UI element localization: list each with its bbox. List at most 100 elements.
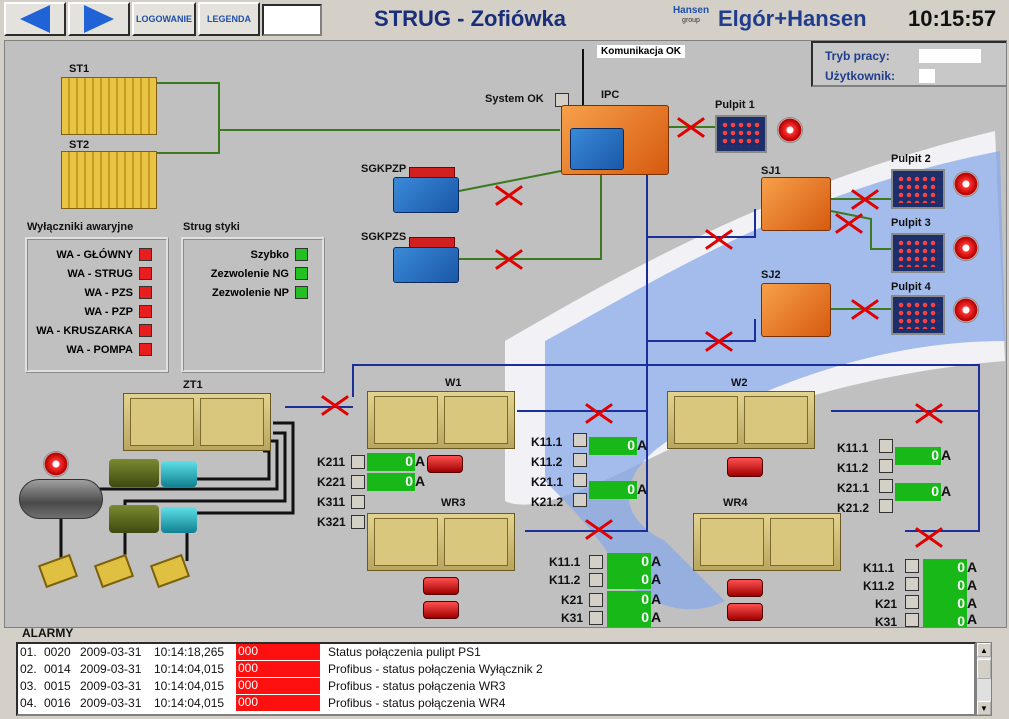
w2-cabinet[interactable]: [667, 391, 815, 449]
pump-siren-icon: [43, 451, 69, 477]
wiring-diagram: [59, 49, 1005, 610]
wr3-cabinet[interactable]: [367, 513, 515, 571]
alarm-code: 000: [236, 678, 320, 694]
synoptic-panel: Tryb pracy: Użytkownik: Komunikacja OK S…: [4, 40, 1007, 628]
pump-2: [161, 507, 197, 533]
pulpit1-fault-icon: [677, 117, 705, 139]
zt1-cabinet[interactable]: [123, 393, 271, 451]
pump-1: [161, 461, 197, 487]
scroll-up-icon[interactable]: ▲: [977, 643, 991, 657]
wr3-k31-value: 0: [607, 609, 651, 627]
sj2-label: SJ2: [761, 269, 781, 281]
zt1-k211-label: K211: [317, 455, 346, 469]
wr3-fault-icon: [585, 519, 613, 541]
wr3-k111-value: 0: [607, 553, 651, 571]
w1-k111-label: K11.1: [531, 435, 563, 449]
forward-button[interactable]: [68, 2, 130, 36]
w1-k211-unit: A: [637, 481, 648, 497]
pulpit1-siren-icon: [777, 117, 803, 143]
w2-k211-indicator: [879, 479, 893, 493]
zt1-k221-value: 0: [367, 473, 415, 491]
wire-sgkpzs: [459, 169, 602, 260]
w2-k111-value: 0: [895, 447, 941, 465]
emergency-item-glowny: WA - GŁÓWNY: [56, 248, 152, 261]
w1-k112-label: K11.2: [531, 455, 563, 469]
status-led: [139, 343, 152, 356]
page-title: STRUG - Zofiówka: [374, 6, 566, 31]
pulpit4-panel[interactable]: [891, 295, 945, 335]
pulpit3-siren-icon: [953, 235, 979, 261]
alarms-title: ALARMY: [22, 626, 74, 640]
mode-box: Tryb pracy: Użytkownik:: [811, 41, 1006, 87]
wr3-k21-value: 0: [607, 591, 651, 609]
sj2-unit[interactable]: [761, 283, 831, 337]
arrow-left-icon: [20, 5, 50, 33]
wr3-k112-indicator: [589, 573, 603, 587]
wr3-k111-indicator: [589, 555, 603, 569]
zt1-k221-indicator: [351, 475, 365, 489]
alarm-row[interactable]: 01. 0020 2009-03-31 10:14:18,265 000 Sta…: [20, 644, 481, 660]
legenda-label: LEGENDA: [206, 14, 251, 24]
motor-2: [109, 505, 159, 533]
wr4-cabinet[interactable]: [693, 513, 841, 571]
scroll-thumb[interactable]: [977, 659, 991, 679]
pulpit2-panel[interactable]: [891, 169, 945, 209]
w2-k111-unit: A: [941, 447, 952, 463]
w1-cabinet[interactable]: [367, 391, 515, 449]
zt1-k211-unit: A: [415, 453, 426, 469]
w2-k111-label: K11.1: [837, 441, 869, 455]
bus-sj2: [647, 319, 756, 342]
bus-sj1: [647, 209, 756, 238]
top-bar: LOGOWANIE LEGENDA STRUG - Zofiówka Hanse…: [0, 0, 1009, 40]
alarm-row[interactable]: 02. 0014 2009-03-31 10:14:04,015 000 Pro…: [20, 661, 543, 677]
w1-k111-unit: A: [637, 437, 648, 453]
wr4-k21-value: 0: [923, 595, 967, 613]
sgkpzp-unit[interactable]: [393, 177, 459, 213]
wr3-k112-label: K11.2: [549, 573, 581, 587]
st1-label: ST1: [69, 63, 90, 75]
elgor-hansen-logo: Elgór+Hansen: [718, 6, 867, 31]
pulpit3-label: Pulpit 3: [891, 217, 931, 229]
wr3-k21-indicator: [589, 593, 603, 607]
contacts-panel: Szybko Zezwolenie NG Zezwolenie NP: [181, 237, 325, 373]
emergency-title: Wyłączniki awaryjne: [27, 221, 134, 233]
group-logo-text: group: [682, 17, 700, 24]
pulpit2-fault-icon: [851, 189, 879, 211]
w2-fault-icon: [915, 403, 943, 425]
alarms-list[interactable]: 01. 0020 2009-03-31 10:14:18,265 000 Sta…: [16, 642, 976, 716]
alarms-scrollbar[interactable]: ▲ ▼: [976, 642, 992, 716]
sgkpzs-unit[interactable]: [393, 247, 459, 283]
w1-label: W1: [445, 377, 462, 389]
st2-label: ST2: [69, 139, 90, 151]
ipc-unit[interactable]: [561, 105, 669, 175]
alarm-row[interactable]: 04. 0016 2009-03-31 10:14:04,015 000 Pro…: [20, 695, 506, 711]
contacts-item-szybko: Szybko: [250, 248, 308, 261]
pulpit3-panel[interactable]: [891, 233, 945, 273]
pulpit1-panel[interactable]: [715, 115, 767, 153]
st1-container[interactable]: [61, 77, 157, 135]
sj1-unit[interactable]: [761, 177, 831, 231]
emergency-item-kruszarka: WA - KRUSZARKA: [36, 324, 152, 337]
cable-4: [191, 449, 271, 481]
w1-k111-value: 0: [589, 437, 637, 455]
zt1-k321-label: K321: [317, 515, 346, 529]
w1-k211-label: K21.1: [531, 475, 564, 489]
hansen-logo-text: Hansen: [672, 5, 710, 16]
bus-ipc-down: [525, 171, 648, 532]
status-led: [139, 324, 152, 337]
w1-k212-indicator: [573, 493, 587, 507]
logowanie-button[interactable]: LOGOWANIE: [132, 2, 196, 36]
legenda-button[interactable]: LEGENDA: [198, 2, 260, 36]
wr4-actuator-1: [727, 579, 763, 597]
w1-k112-indicator: [573, 453, 587, 467]
scroll-down-icon[interactable]: ▼: [977, 701, 991, 715]
st2-container[interactable]: [61, 151, 157, 209]
seam-blue: [545, 151, 1005, 610]
status-led: [295, 286, 308, 299]
emergency-panel: WA - GŁÓWNY WA - STRUG WA - PZS WA - PZP…: [25, 237, 169, 373]
back-button[interactable]: [4, 2, 66, 36]
alarm-row[interactable]: 03. 0015 2009-03-31 10:14:04,015 000 Pro…: [20, 678, 506, 694]
logowanie-label: LOGOWANIE: [136, 14, 192, 24]
sgkpzs-label: SGKPZS: [361, 231, 407, 243]
wr4-k112-unit: A: [967, 577, 978, 593]
